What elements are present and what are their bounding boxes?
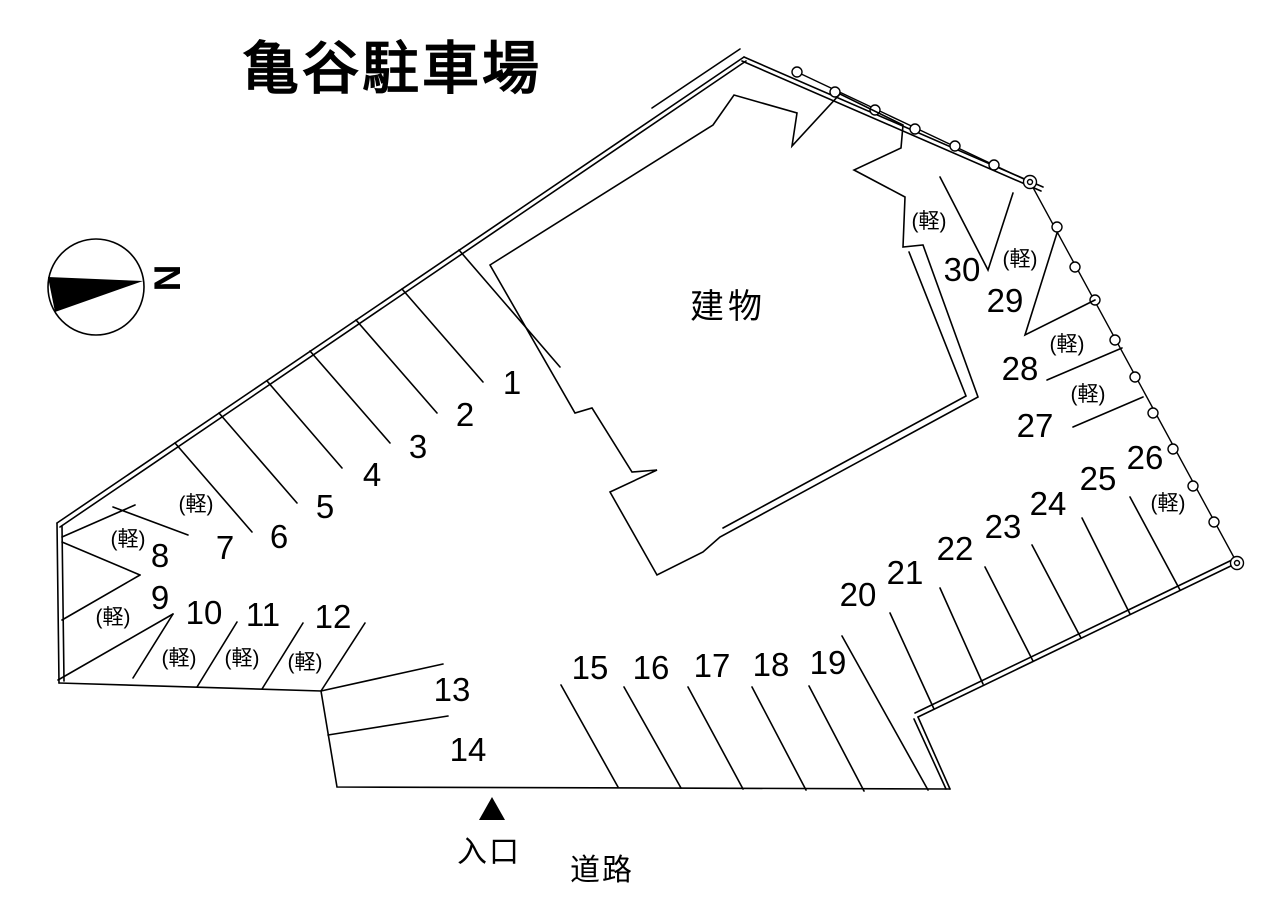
kei-vehicle-label: (軽) [179, 493, 214, 516]
entrance-arrow-icon [479, 797, 505, 820]
space-number-1: 1 [503, 364, 521, 401]
kei-labels: (軽) (軽) (軽) (軽) (軽) (軽) (軽) (軽) (軽) (軽) (軽) [96, 210, 1186, 674]
building-outline [488, 93, 979, 577]
space-number-24: 24 [1030, 485, 1067, 522]
parking-dividers [57, 176, 1181, 792]
space-number-8: 8 [151, 537, 169, 574]
page-title: 亀谷駐車場 [242, 37, 542, 101]
space-number-9: 9 [151, 579, 169, 616]
space-number-29: 29 [987, 282, 1024, 319]
space-number-22: 22 [937, 530, 974, 567]
space-number-21: 21 [887, 554, 924, 591]
kei-vehicle-label: (軽) [162, 647, 197, 670]
space-number-14: 14 [450, 731, 487, 768]
kei-vehicle-label: (軽) [1003, 248, 1038, 271]
compass-circle [47, 238, 145, 336]
space-number-18: 18 [753, 646, 790, 683]
kei-vehicle-label: (軽) [912, 210, 947, 233]
kei-vehicle-label: (軽) [225, 647, 260, 670]
space-number-17: 17 [694, 647, 731, 684]
building-inner-wall-line [722, 251, 968, 529]
space-number-11: 11 [246, 596, 280, 633]
space-number-27: 27 [1017, 407, 1054, 444]
compass-needle [48, 277, 143, 312]
space-number-3: 3 [409, 428, 427, 465]
space-number-26: 26 [1127, 439, 1164, 476]
road-edge-line [651, 48, 741, 109]
space-number-10: 10 [186, 594, 223, 631]
kei-vehicle-label: (軽) [288, 651, 323, 674]
space-number-16: 16 [633, 649, 670, 686]
road-label: 道路 [570, 854, 634, 887]
kei-vehicle-label: (軽) [1151, 492, 1186, 515]
lot-boundary [56, 48, 1238, 790]
space-number-19: 19 [810, 644, 847, 681]
space-number-28: 28 [1002, 350, 1039, 387]
space-number-30: 30 [944, 251, 981, 288]
space-number-12: 12 [315, 598, 352, 635]
space-number-5: 5 [316, 488, 334, 525]
space-number-7: 7 [216, 529, 234, 566]
kei-vehicle-label: (軽) [96, 606, 131, 629]
entrance-label: 入口 [457, 836, 521, 869]
space-number-23: 23 [985, 508, 1022, 545]
space-number-13: 13 [434, 671, 471, 708]
compass-north-indicator: N [47, 238, 188, 336]
building-label: 建物 [690, 288, 766, 326]
kei-vehicle-label: (軽) [111, 528, 146, 551]
space-number-15: 15 [572, 649, 609, 686]
space-number-2: 2 [456, 396, 474, 433]
space-number-20: 20 [840, 576, 877, 613]
kei-vehicle-label: (軽) [1050, 333, 1085, 356]
space-number-25: 25 [1080, 460, 1117, 497]
space-number-4: 4 [363, 456, 381, 493]
kei-vehicle-label: (軽) [1071, 383, 1106, 406]
compass-north-letter: N [147, 265, 188, 292]
space-number-6: 6 [270, 518, 288, 555]
fence-line [791, 66, 1245, 571]
